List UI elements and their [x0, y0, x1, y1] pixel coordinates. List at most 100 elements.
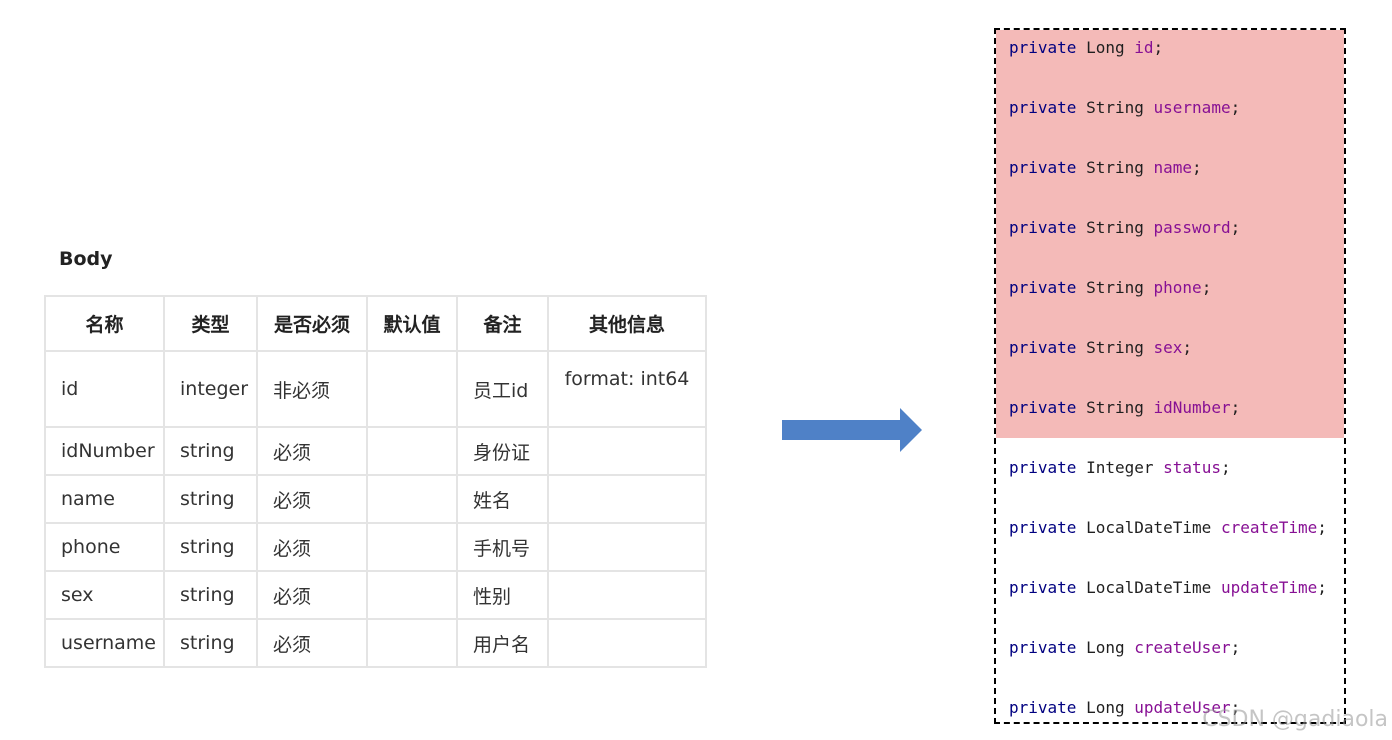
code-terminator: ;	[1230, 98, 1241, 117]
code-modifier: private	[1009, 218, 1077, 237]
code-modifier: private	[1009, 518, 1077, 537]
code-terminator: ;	[1220, 458, 1231, 477]
code-modifier: private	[1009, 398, 1077, 417]
column-header-required: 是否必须	[256, 295, 368, 352]
cell-other: format: int64	[547, 350, 707, 428]
body-section-title: Body	[59, 248, 113, 270]
code-field-name: createTime	[1220, 518, 1318, 537]
code-terminator: ;	[1153, 38, 1164, 57]
cell-required: 必须	[256, 570, 368, 620]
code-type: String	[1086, 158, 1144, 177]
table-row: id integer 非必须 员工id format: int64	[44, 350, 707, 428]
cell-type: integer	[163, 350, 258, 428]
code-line: private Long id;	[1009, 38, 1327, 98]
code-line: private String username;	[1009, 98, 1327, 158]
code-terminator: ;	[1230, 638, 1241, 657]
code-terminator: ;	[1182, 338, 1193, 357]
code-field-name: id	[1134, 38, 1154, 57]
cell-name: idNumber	[44, 426, 165, 476]
cell-type: string	[163, 474, 258, 524]
code-modifier: private	[1009, 38, 1077, 57]
code-type: Long	[1086, 698, 1125, 717]
column-header-default: 默认值	[366, 295, 458, 352]
cell-default	[366, 618, 458, 668]
cell-type: string	[163, 522, 258, 572]
cell-default	[366, 426, 458, 476]
code-field-name: username	[1153, 98, 1231, 117]
table-row: sex string 必须 性别	[44, 570, 707, 620]
code-terminator: ;	[1230, 398, 1241, 417]
code-type: String	[1086, 338, 1144, 357]
cell-type: string	[163, 618, 258, 668]
code-lines: private Long id;private String username;…	[1009, 38, 1327, 722]
table-row: idNumber string 必须 身份证	[44, 426, 707, 476]
cell-required: 必须	[256, 474, 368, 524]
cell-other	[547, 570, 707, 620]
column-header-name: 名称	[44, 295, 165, 352]
table-row: phone string 必须 手机号	[44, 522, 707, 572]
code-terminator: ;	[1192, 158, 1202, 177]
code-modifier: private	[1009, 638, 1077, 657]
code-terminator: ;	[1230, 698, 1241, 717]
code-type: String	[1086, 218, 1144, 237]
column-header-type: 类型	[163, 295, 258, 352]
cell-required: 必须	[256, 618, 368, 668]
code-field-name: name	[1153, 158, 1193, 177]
code-type: Long	[1086, 38, 1125, 57]
cell-type: string	[163, 570, 258, 620]
cell-default	[366, 570, 458, 620]
code-line: private LocalDateTime createTime;	[1009, 518, 1327, 578]
column-header-other: 其他信息	[547, 295, 707, 352]
code-modifier: private	[1009, 698, 1077, 717]
code-line: private String phone;	[1009, 278, 1327, 338]
cell-remark: 手机号	[456, 522, 549, 572]
cell-other	[547, 618, 707, 668]
cell-name: id	[44, 350, 165, 428]
code-line: private String name;	[1009, 158, 1327, 218]
cell-name: name	[44, 474, 165, 524]
cell-name: phone	[44, 522, 165, 572]
cell-name: sex	[44, 570, 165, 620]
cell-other	[547, 426, 707, 476]
code-line: private String idNumber;	[1009, 398, 1327, 458]
code-field-name: createUser	[1134, 638, 1231, 657]
cell-remark: 性别	[456, 570, 549, 620]
code-field-name: updateTime	[1220, 578, 1318, 597]
code-terminator: ;	[1230, 218, 1241, 237]
code-terminator: ;	[1201, 278, 1212, 297]
code-type: Integer	[1086, 458, 1154, 477]
cell-required: 必须	[256, 522, 368, 572]
cell-other	[547, 474, 707, 524]
entity-code-panel: private Long id;private String username;…	[994, 28, 1346, 724]
code-type: String	[1086, 398, 1144, 417]
code-type: LocalDateTime	[1086, 578, 1212, 597]
code-field-name: updateUser	[1134, 698, 1231, 717]
code-modifier: private	[1009, 578, 1077, 597]
code-modifier: private	[1009, 458, 1077, 477]
cell-default	[366, 350, 458, 428]
code-field-name: sex	[1153, 338, 1183, 357]
cell-type: string	[163, 426, 258, 476]
cell-remark: 用户名	[456, 618, 549, 668]
cell-required: 非必须	[256, 350, 368, 428]
body-params-table: 名称 类型 是否必须 默认值 备注 其他信息 id integer 非必须 员工…	[44, 295, 707, 668]
code-modifier: private	[1009, 98, 1077, 117]
code-line: private Long updateUser;	[1009, 698, 1327, 722]
cell-required: 必须	[256, 426, 368, 476]
code-modifier: private	[1009, 338, 1077, 357]
code-type: String	[1086, 278, 1144, 297]
code-terminator: ;	[1317, 518, 1327, 537]
table-row: username string 必须 用户名	[44, 618, 707, 668]
code-field-name: phone	[1153, 278, 1202, 297]
cell-remark: 姓名	[456, 474, 549, 524]
code-modifier: private	[1009, 278, 1077, 297]
code-field-name: password	[1153, 218, 1231, 237]
table-row: name string 必须 姓名	[44, 474, 707, 524]
cell-remark: 员工id	[456, 350, 549, 428]
code-highlight-region	[996, 30, 1344, 438]
column-header-remark: 备注	[456, 295, 549, 352]
cell-name: username	[44, 618, 165, 668]
cell-other	[547, 522, 707, 572]
code-field-name: idNumber	[1153, 398, 1231, 417]
cell-default	[366, 522, 458, 572]
